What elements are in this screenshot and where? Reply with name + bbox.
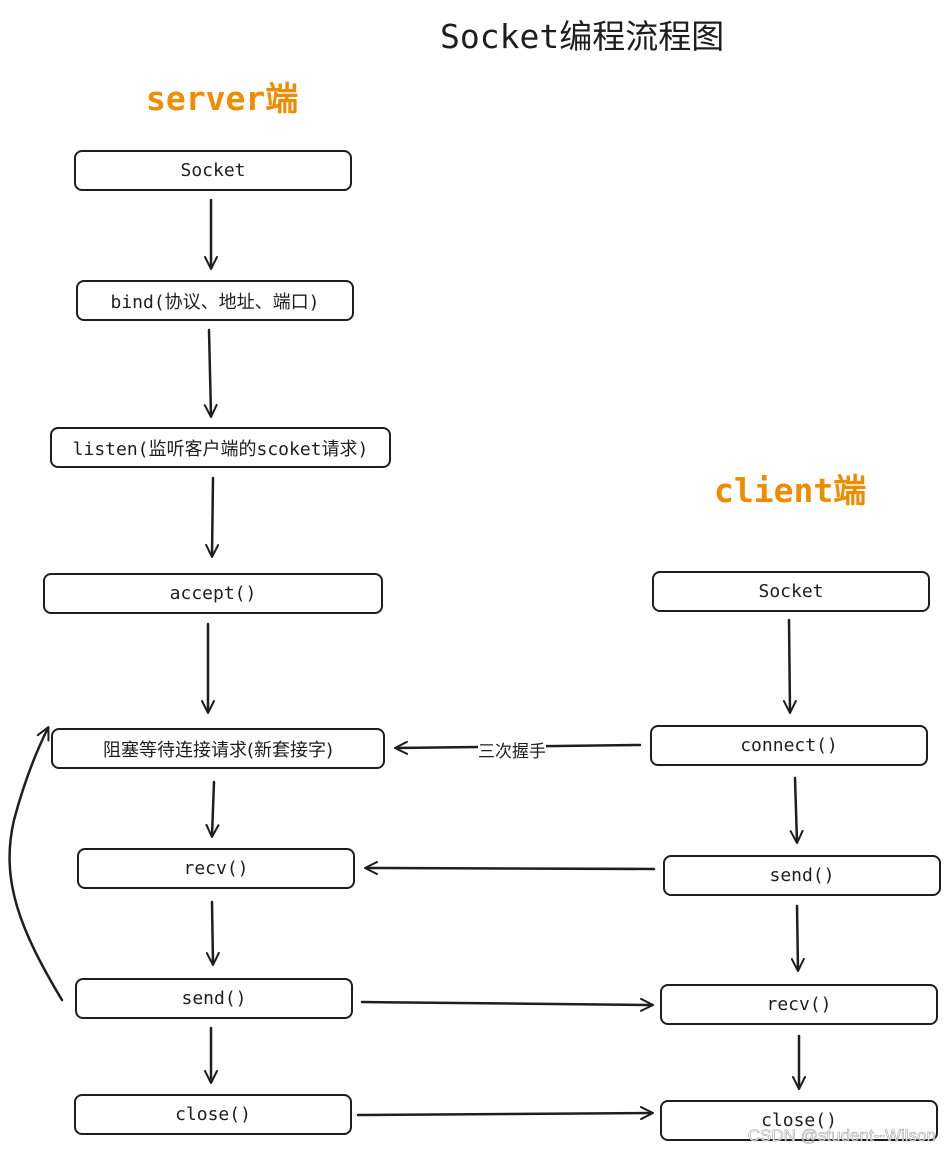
server-node-socket[interactable]: Socket	[74, 150, 352, 191]
server-node-close[interactable]: close()	[74, 1094, 352, 1135]
arrow-loop-send-to-wait	[8, 726, 64, 1002]
client-node-send[interactable]: send()	[663, 855, 941, 896]
diagram-title: Socket编程流程图	[440, 17, 725, 56]
server-node-accept[interactable]: accept()	[43, 573, 383, 614]
client-node-connect[interactable]: connect()	[650, 725, 928, 766]
server-node-wait[interactable]: 阻塞等待连接请求(新套接字)	[51, 728, 385, 769]
arrow-server-close-to-client-close	[356, 1106, 654, 1121]
watermark: CSDN @student--Wilson	[747, 1126, 936, 1146]
arrow-client-send-to-recv	[790, 904, 805, 972]
server-node-recv[interactable]: recv()	[77, 848, 355, 889]
arrow-connect-to-send	[789, 776, 804, 844]
arrow-bind-to-listen	[203, 328, 218, 418]
server-node-listen[interactable]: listen(监听客户端的scoket请求)	[50, 427, 391, 468]
server-node-bind[interactable]: bind(协议、地址、端口)	[76, 280, 354, 321]
client-label: client端	[714, 471, 867, 510]
arrow-client-socket-to-connect	[782, 618, 797, 714]
server-node-send[interactable]: send()	[75, 978, 353, 1019]
client-node-recv[interactable]: recv()	[660, 984, 938, 1025]
arrow-server-send-to-client-recv	[360, 997, 654, 1012]
arrow-listen-to-accept	[205, 476, 220, 558]
server-label: server端	[146, 79, 299, 118]
handshake-label: 三次握手	[478, 737, 546, 762]
client-node-close[interactable]: close()	[660, 1100, 938, 1141]
arrow-wait-to-recv	[205, 780, 220, 838]
arrow-client-send-to-server-recv	[364, 861, 656, 876]
arrow-recv-to-send	[205, 900, 220, 966]
client-node-socket[interactable]: Socket	[652, 571, 930, 612]
